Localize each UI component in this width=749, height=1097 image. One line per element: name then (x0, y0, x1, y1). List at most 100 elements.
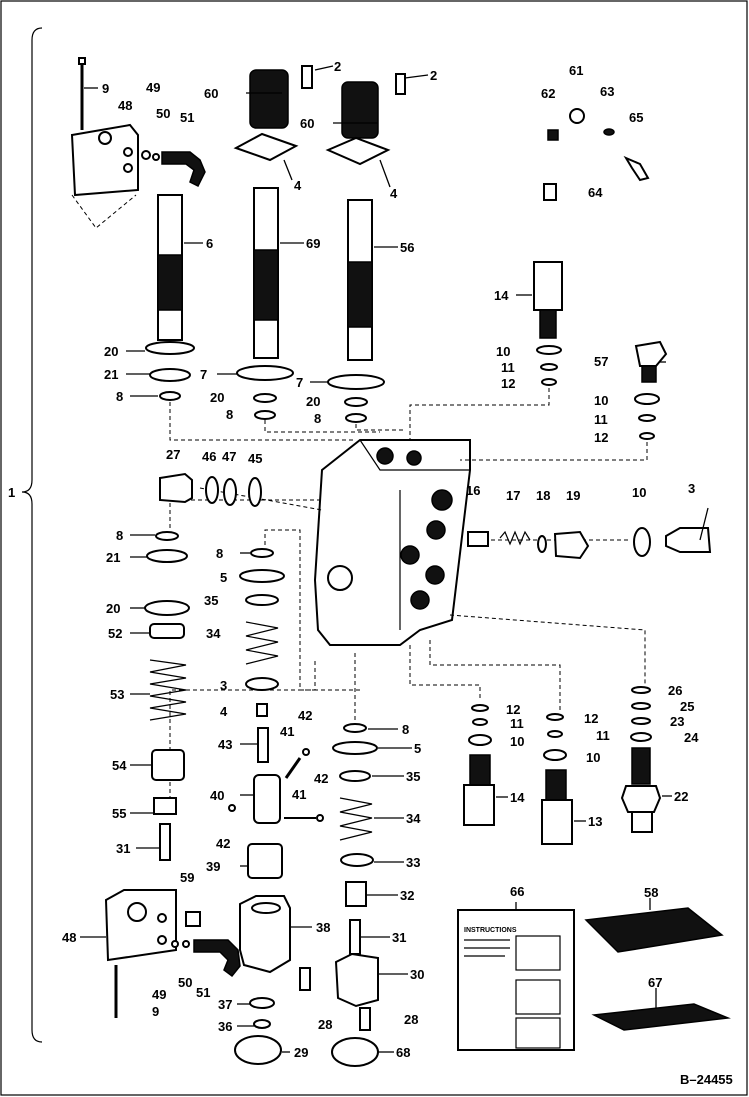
callout: 53 (110, 687, 124, 702)
part-55 (153, 797, 177, 815)
callout: 55 (112, 806, 126, 821)
callout: 29 (294, 1045, 308, 1060)
pin-43 (257, 727, 269, 763)
callout: 28 (404, 1012, 418, 1027)
callout: 12 (506, 702, 520, 717)
valve-14-bottom (463, 784, 495, 826)
callout: 67 (648, 975, 662, 990)
callout: 4 (390, 186, 398, 201)
valve-13 (541, 799, 573, 845)
oring-10-c (633, 527, 651, 557)
callout: 65 (629, 110, 643, 125)
callout: 49 (146, 80, 160, 95)
callout: 33 (406, 855, 420, 870)
callout: 42 (216, 836, 230, 851)
callout: 49 (152, 987, 166, 1002)
callout: 34 (406, 811, 421, 826)
callout: 9 (152, 1004, 159, 1019)
callout: 30 (410, 967, 424, 982)
fitting-27 (159, 472, 193, 504)
callout: 56 (400, 240, 414, 255)
callout: 35 (204, 593, 218, 608)
callout: 4 (294, 178, 302, 193)
callout: 3 (220, 678, 227, 693)
callout: 69 (306, 236, 320, 251)
cap-29 (234, 1035, 282, 1065)
part-40 (253, 774, 281, 824)
callout: 47 (222, 449, 236, 464)
callout: 10 (594, 393, 608, 408)
callout: 11 (596, 728, 610, 743)
callout: 51 (196, 985, 210, 1000)
reference-number: B–24455 (680, 1072, 733, 1087)
callout: 19 (566, 488, 580, 503)
part-63 (603, 128, 615, 136)
screw-2-a (301, 65, 313, 89)
callout: 63 (600, 84, 614, 99)
callout: 16 (466, 483, 480, 498)
callout: 59 (180, 870, 194, 885)
callout: 9 (102, 81, 109, 96)
callout: 37 (218, 997, 232, 1012)
callout: 12 (501, 376, 515, 391)
callout: 61 (569, 63, 583, 78)
part-16 (467, 531, 489, 547)
block-48-top (70, 123, 139, 197)
part-52 (149, 623, 185, 639)
callout: 20 (306, 394, 320, 409)
callout: 46 (202, 449, 216, 464)
plug-19 (553, 530, 590, 560)
callout: 8 (402, 722, 409, 737)
callout: 32 (400, 888, 414, 903)
callout: 68 (396, 1045, 410, 1060)
cap-68 (331, 1037, 379, 1067)
assembly-brace (21, 27, 43, 1043)
callout: 28 (318, 1017, 332, 1032)
valve-57 (634, 340, 668, 367)
callout: 22 (674, 789, 688, 804)
part-61 (569, 108, 585, 124)
callout: 8 (116, 528, 123, 543)
callout: 64 (588, 185, 603, 200)
callout: 5 (220, 570, 227, 585)
cap-60-b (341, 81, 379, 139)
callout: 21 (106, 550, 120, 565)
spring-34-b (339, 797, 373, 841)
leader-lines (80, 65, 709, 1053)
callout: 48 (118, 98, 132, 113)
callout: 26 (668, 683, 682, 698)
callout: 7 (200, 367, 207, 382)
callout: 11 (510, 716, 524, 731)
fitting-51-bottom (193, 939, 241, 978)
callout: 35 (406, 769, 420, 784)
assembly-callout: 1 (8, 485, 15, 500)
housing-38 (239, 895, 291, 974)
callout: 57 (594, 354, 608, 369)
callout: 20 (106, 601, 120, 616)
callout: 10 (496, 344, 510, 359)
callout: 60 (300, 116, 314, 131)
callout: 7 (296, 375, 303, 390)
oring-18 (537, 535, 547, 553)
callout: 48 (62, 930, 76, 945)
callout: 45 (248, 451, 262, 466)
part-32 (345, 881, 367, 907)
callout: 8 (116, 389, 123, 404)
callout: 17 (506, 488, 520, 503)
cap-60-a (249, 69, 289, 129)
callout: 10 (632, 485, 646, 500)
callout: 60 (204, 86, 218, 101)
oring-8-a (159, 391, 181, 401)
decal-58 (584, 907, 724, 953)
callout: 58 (644, 885, 658, 900)
part-62 (547, 129, 559, 141)
washer-21-a (149, 368, 191, 382)
screw-28-b (359, 1007, 371, 1031)
callout-labels: 9 48 49 50 51 2 2 60 60 4 4 6 69 56 61 6… (62, 59, 699, 1060)
callout: 21 (104, 367, 118, 382)
callout: 51 (180, 110, 194, 125)
callout: 66 (510, 884, 524, 899)
callout: 41 (280, 724, 294, 739)
callout: 20 (104, 344, 118, 359)
